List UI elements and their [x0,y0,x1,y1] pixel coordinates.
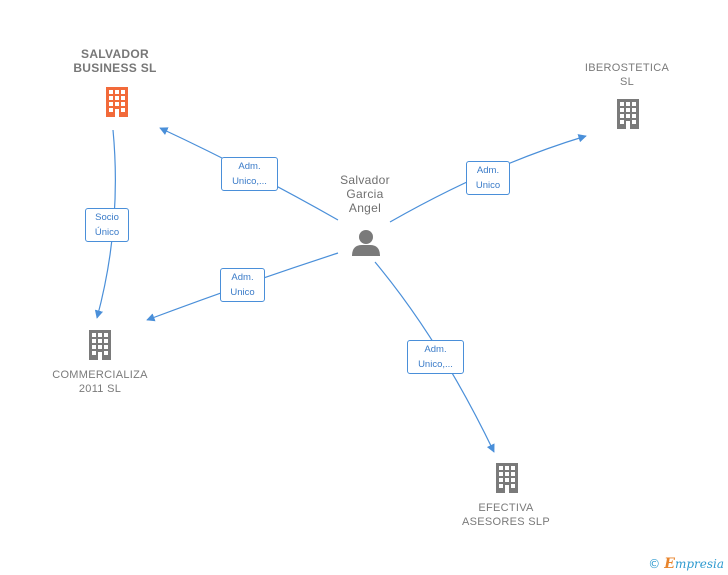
footer-brand: ©Empresia [648,556,724,572]
building-icon-commercializa[interactable] [89,330,111,360]
node-label-efectiva[interactable]: EFECTIVA ASESORES SLP [462,502,550,528]
building-icon-efectiva[interactable] [496,463,518,493]
building-icon-salvador-business[interactable] [106,87,128,117]
node-label-iberostetica[interactable]: IBEROSTETICA SL [584,62,670,88]
edge-label-salvador-business: Adm. Unico,... [221,157,278,191]
node-label-salvador-business[interactable]: SALVADOR BUSINESS SL [73,47,157,75]
brand-name: mpresia [674,557,724,571]
edge-label-socio-unico: Socio Único [85,208,129,242]
brand-initial: E [664,556,675,572]
node-label-person[interactable]: Salvador Garcia Angel [340,173,390,215]
node-label-commercializa[interactable]: COMMERCIALIZA 2011 SL [52,369,148,395]
edge-label-iberostetica: Adm. Unico [466,161,510,195]
person-icon[interactable] [352,230,380,256]
building-icon-iberostetica[interactable] [617,99,639,129]
edge-label-efectiva: Adm. Unico,... [407,340,464,374]
edge-label-commercializa: Adm. Unico [220,268,265,302]
copyright-symbol: © [648,557,661,571]
